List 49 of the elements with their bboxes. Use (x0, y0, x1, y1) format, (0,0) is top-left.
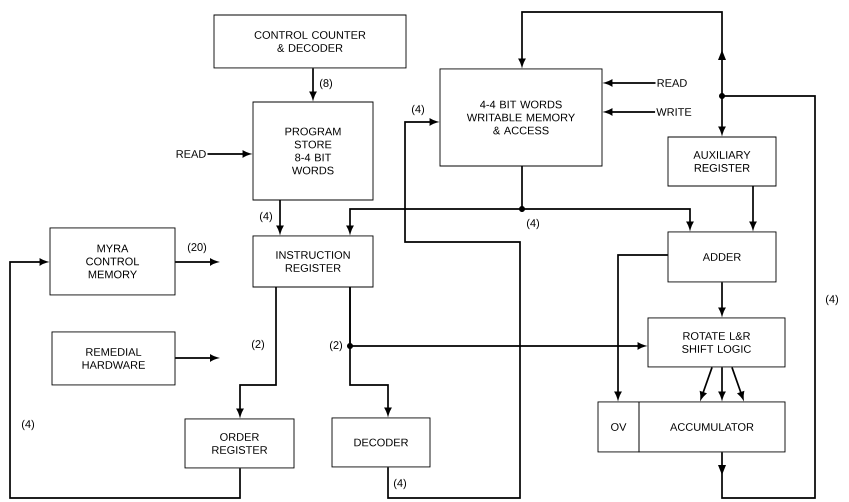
arrow (614, 254, 668, 400)
block-box: 4-4 BIT WORDS WRITABLE MEMORY & ACCESS (440, 68, 602, 166)
block-box: ROTATE L&R SHIFT LOGIC (648, 318, 786, 368)
bus-width-label: (4) (392, 478, 408, 490)
arrow (750, 186, 756, 230)
edge-label: (2) (328, 340, 344, 352)
arrow (9, 258, 241, 499)
edge-label: (2) (250, 338, 266, 352)
edge-label: (4) (258, 210, 274, 224)
edge-label: (4) (410, 104, 426, 116)
flag-box: OV (598, 402, 640, 452)
block-box: ADDER (668, 232, 776, 282)
signal-label: READ (658, 79, 687, 87)
arrow (604, 108, 656, 116)
arrow (346, 208, 522, 234)
arrow (175, 258, 218, 266)
block-box: INSTRUCTION REGISTER (252, 236, 374, 288)
arrow (207, 150, 250, 158)
arrow (518, 11, 726, 96)
signal-label: WRITE (656, 108, 692, 116)
signal-label: READ (176, 150, 206, 158)
block-box: DECODER (332, 418, 430, 468)
block-box: REMEDIAL HARDWARE (52, 332, 176, 386)
arrow (276, 200, 284, 234)
arrow (718, 367, 726, 400)
line (521, 166, 523, 209)
arrow (175, 354, 218, 362)
block-box: MYRA CONTROL MEMORY (50, 228, 176, 296)
block-box: CONTROL COUNTER & DECODER (214, 14, 406, 68)
edge-label: (20) (186, 242, 208, 254)
block-box: ACCUMULATOR (638, 402, 786, 452)
arrow (604, 80, 656, 86)
edge-label: (4) (525, 218, 541, 230)
block-box: AUXILIARY REGISTER (668, 136, 776, 186)
arrow (700, 367, 713, 400)
edge-label: (8) (318, 78, 334, 90)
edge-label: (4) (20, 418, 36, 432)
arrow (310, 68, 316, 100)
arrow (236, 287, 277, 416)
arrow (718, 282, 726, 316)
arrow (522, 208, 694, 230)
arrow (731, 367, 744, 400)
block-box: PROGRAM STORE 8-4 BIT WORDS (252, 102, 374, 200)
arrow (718, 96, 726, 134)
arrow (349, 287, 646, 350)
edge-label: (4) (824, 294, 840, 306)
line (718, 95, 816, 499)
block-box: ORDER REGISTER (184, 418, 294, 468)
arrow (387, 118, 521, 499)
